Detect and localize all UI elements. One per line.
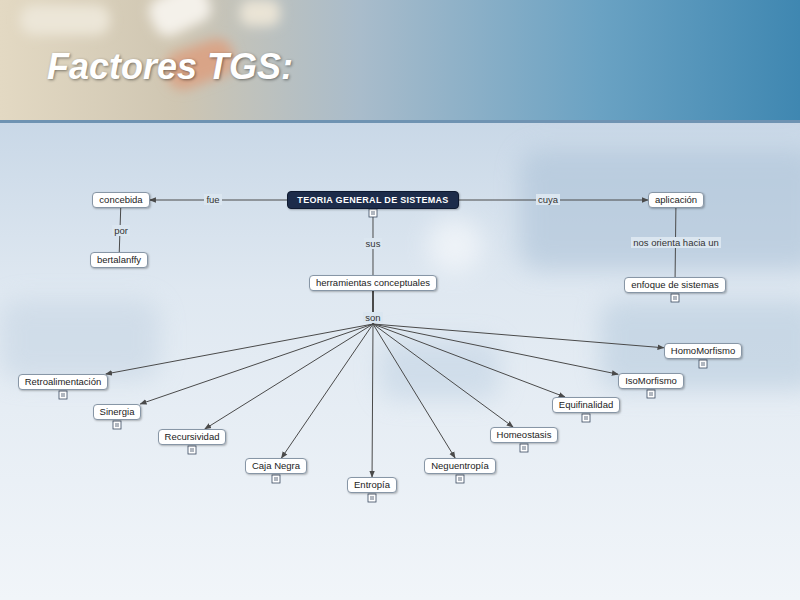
concept-box: Recursividad [158,429,227,445]
doc-icon [582,414,590,422]
doc-icon [647,390,655,398]
doc-icon [188,446,196,454]
concept-box: bertalanffy [90,252,148,268]
concept-box: Retroalimentación [18,374,109,390]
concept-text: Neguentropía [431,460,489,472]
linking-phrase: por [112,225,130,236]
concept-box: Equifinalidad [552,397,620,413]
doc-icon [113,421,121,429]
doc-icon [671,294,679,302]
doc-icon [369,209,377,217]
linking-phrase: fue [204,194,221,205]
concept-box: HomoMorfismo [664,343,742,359]
concept-text: IsoMorfismo [625,375,677,387]
banner-rule [0,120,800,123]
concept-box: herramientas conceptuales [309,275,437,291]
concept-box: enfoque de sistemas [624,277,726,293]
concept-text: bertalanffy [97,254,141,266]
connector [140,291,373,404]
concept-box: Caja Negra [245,458,307,474]
linking-phrase: son [363,312,382,323]
concept-text: enfoque de sistemas [631,279,719,291]
doc-icon [368,494,376,502]
central-concept: TEORIA GENERAL DE SISTEMAS [287,191,458,209]
connector [373,291,513,427]
linking-phrase: sus [364,238,383,249]
doc-icon [272,475,280,483]
connector [281,291,373,458]
concept-box: concebida [92,192,149,208]
banner [0,0,800,122]
concept-text: Homeostasis [497,429,552,441]
doc-icon [520,444,528,452]
concept-text: TEORIA GENERAL DE SISTEMAS [297,194,448,206]
concept-text: Caja Negra [252,460,300,472]
connector [373,291,664,348]
connector [373,291,455,458]
concept-text: HomoMorfismo [671,345,735,357]
concept-text: Recursividad [165,431,220,443]
doc-icon [456,475,464,483]
doc-icon [699,360,707,368]
doc-icon [59,391,67,399]
concept-text: herramientas conceptuales [316,277,430,289]
connector [106,291,373,374]
connector [373,291,618,374]
linking-phrase: nos orienta hacia un [631,237,721,248]
concept-text: Retroalimentación [25,376,102,388]
concept-text: Entropía [354,479,390,491]
concept-text: Equifinalidad [559,399,613,411]
concept-box: Entropía [347,477,397,493]
connector [205,291,373,429]
concept-box: Neguentropía [424,458,496,474]
concept-box: Sinergia [93,404,142,420]
concept-text: concebida [99,194,142,206]
concept-box: aplicación [648,192,704,208]
concept-box: IsoMorfismo [618,373,684,389]
keyboard-blur [0,150,800,400]
concept-box: Homeostasis [490,427,559,443]
concept-text: Sinergia [100,406,135,418]
concept-text: aplicación [655,194,697,206]
linking-phrase: cuya [536,194,560,205]
slide-title: Factores TGS: [47,46,293,88]
